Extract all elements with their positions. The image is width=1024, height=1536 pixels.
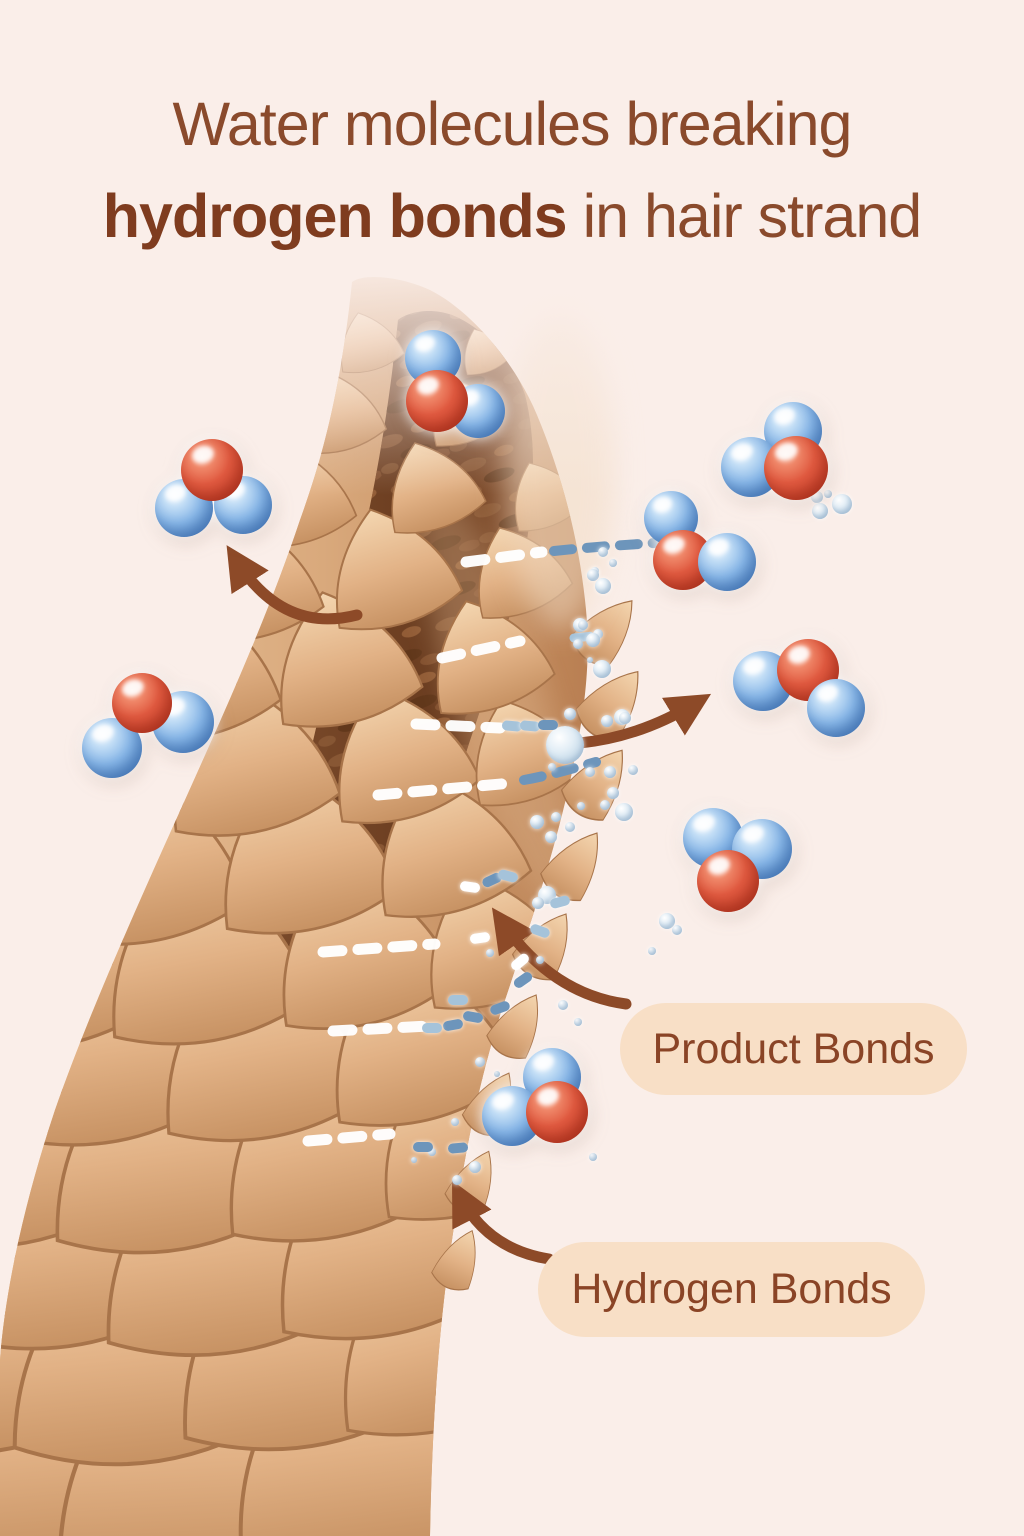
- escaping-molecule-arrow-left: [226, 545, 363, 625]
- escaping-molecule-arrow-right: [574, 693, 712, 749]
- title-line1: Water molecules breaking: [172, 90, 853, 158]
- page-title: Water molecules breaking hydrogen bonds …: [0, 78, 1024, 262]
- strand-top-fade: [255, 255, 645, 495]
- title-line2-rest: in hair strand: [566, 182, 923, 250]
- product-bonds-arrow: [491, 907, 632, 1010]
- hydrogen-bonds-label: Hydrogen Bonds: [538, 1242, 925, 1337]
- title-line2-bold: hydrogen bonds: [102, 182, 568, 250]
- hair-strand-body: [0, 255, 659, 1536]
- product-bonds-label: Product Bonds: [620, 1003, 967, 1095]
- arrows: [226, 545, 712, 1265]
- hydrogen-bonds-arrow: [452, 1180, 555, 1265]
- title-line2: hydrogen bonds in hair strand: [0, 170, 1024, 262]
